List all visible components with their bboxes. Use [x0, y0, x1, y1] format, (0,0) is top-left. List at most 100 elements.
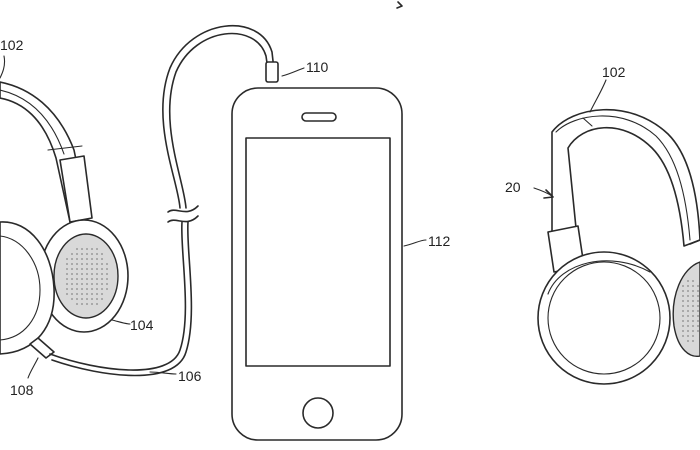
grille-dot	[697, 320, 699, 322]
grille-dot	[76, 288, 78, 290]
grille-dot	[106, 273, 108, 275]
grille-dot	[66, 258, 68, 260]
grille-dot	[682, 295, 684, 297]
grille-dot	[81, 273, 83, 275]
grille-dot	[687, 285, 689, 287]
grille-dot	[682, 315, 684, 317]
grille-dot	[692, 340, 694, 342]
leader-112	[403, 239, 427, 247]
cable-upper-a	[162, 25, 275, 209]
grille-dot	[106, 263, 108, 265]
grille-dot	[682, 290, 684, 292]
grille-dot	[101, 288, 103, 290]
grille-dot	[101, 298, 103, 300]
grille-dot	[71, 278, 73, 280]
grille-dot	[81, 268, 83, 270]
grille-dot	[76, 248, 78, 250]
grille-dot	[76, 273, 78, 275]
label-104: 104	[130, 317, 154, 333]
right-far-cushion	[672, 261, 700, 357]
left-cushion-dots	[66, 248, 108, 305]
grille-dot	[692, 310, 694, 312]
grille-dot	[106, 283, 108, 285]
grille-dot	[76, 278, 78, 280]
grille-dot	[86, 303, 88, 305]
grille-dot	[76, 268, 78, 270]
grille-dot	[692, 305, 694, 307]
left-plug	[29, 337, 55, 359]
grille-dot	[682, 335, 684, 337]
grille-dot	[692, 285, 694, 287]
cable-upper-b	[168, 32, 269, 209]
grille-dot	[101, 258, 103, 260]
left-headband-inner-line	[0, 89, 65, 155]
right-far-cushion-dots	[682, 280, 699, 342]
grille-dot	[91, 248, 93, 250]
grille-dot	[96, 263, 98, 265]
grille-dot	[71, 253, 73, 255]
grille-dot	[71, 293, 73, 295]
grille-dot	[71, 288, 73, 290]
label-108: 108	[10, 382, 34, 398]
grille-dot	[697, 285, 699, 287]
grille-dot	[91, 263, 93, 265]
grille-dot	[682, 285, 684, 287]
grille-dot	[687, 310, 689, 312]
grille-dot	[687, 300, 689, 302]
grille-dot	[682, 325, 684, 327]
grille-dot	[66, 283, 68, 285]
left-outer-cup	[0, 221, 55, 355]
right-headphones	[537, 108, 700, 385]
grille-dot	[96, 288, 98, 290]
grille-dot	[106, 278, 108, 280]
reference-labels: 102 110 112 104 106 108 102 20	[0, 37, 626, 398]
arrow-20	[543, 189, 554, 199]
grille-dot	[66, 293, 68, 295]
grille-dot	[86, 263, 88, 265]
cropped-mark	[396, 1, 403, 9]
left-ear-cushion	[53, 233, 119, 319]
grille-dot	[101, 263, 103, 265]
grille-dot	[86, 268, 88, 270]
label-110: 110	[306, 59, 329, 75]
grille-dot	[66, 268, 68, 270]
grille-dot	[101, 293, 103, 295]
grille-dot	[81, 258, 83, 260]
grille-dot	[101, 278, 103, 280]
label-102-right: 102	[602, 64, 626, 80]
grille-dot	[71, 268, 73, 270]
right-ear-cup-rim	[547, 261, 661, 375]
grille-dot	[86, 273, 88, 275]
right-headband	[551, 108, 700, 247]
grille-dot	[91, 258, 93, 260]
label-20: 20	[505, 179, 521, 195]
grille-dot	[86, 278, 88, 280]
right-ear-cup-highlight	[547, 260, 651, 295]
grille-dot	[86, 293, 88, 295]
grille-dot	[86, 258, 88, 260]
right-headband-tick	[582, 117, 593, 127]
grille-dot	[71, 298, 73, 300]
cable-lower-b	[51, 221, 193, 377]
grille-dot	[96, 278, 98, 280]
grille-dot	[96, 298, 98, 300]
grille-dot	[96, 293, 98, 295]
grille-dot	[71, 258, 73, 260]
grille-dot	[81, 263, 83, 265]
grille-dot	[692, 325, 694, 327]
grille-dot	[692, 300, 694, 302]
grille-dot	[692, 280, 694, 282]
right-ear-cup	[537, 251, 671, 385]
cable-break-lower	[167, 215, 199, 223]
grille-dot	[81, 298, 83, 300]
grille-dot	[71, 283, 73, 285]
cable	[49, 25, 279, 377]
grille-dot	[697, 325, 699, 327]
grille-dot	[86, 253, 88, 255]
leader-20	[533, 187, 553, 197]
grille-dot	[682, 300, 684, 302]
grille-dot	[76, 298, 78, 300]
grille-dot	[76, 258, 78, 260]
grille-dot	[687, 290, 689, 292]
